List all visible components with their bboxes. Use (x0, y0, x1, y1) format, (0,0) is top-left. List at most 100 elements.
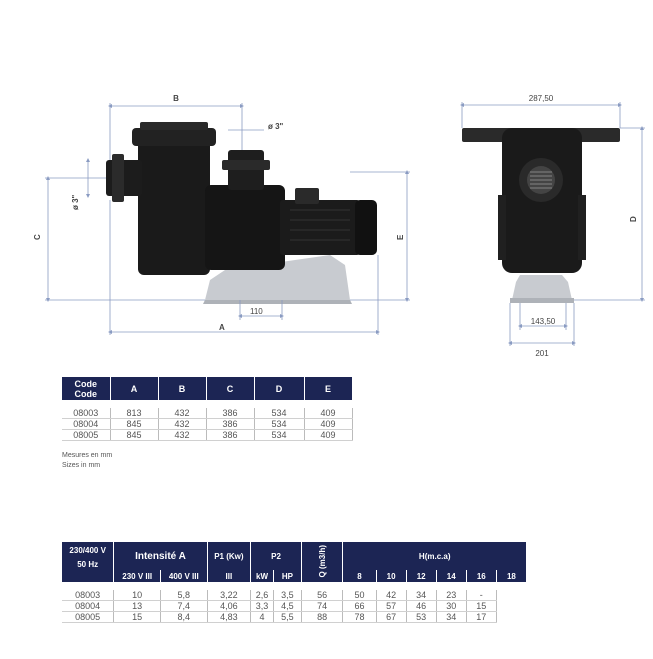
cell: 7,4 (160, 600, 208, 612)
header-p1-phase: III (207, 570, 252, 582)
header-A: A (110, 377, 159, 400)
cell: 3,5 (273, 590, 302, 601)
perf-header-row-1: 230/400 V Intensité A P1 (Kw) P2 Q (m3/h… (62, 542, 527, 582)
front-base (512, 275, 572, 300)
cell: 813 (110, 408, 159, 419)
cell: 5,8 (160, 590, 208, 601)
header-h-8: 8 (342, 570, 377, 582)
cell: 56 (301, 590, 344, 601)
cell: 432 (158, 408, 207, 419)
side-view (106, 122, 377, 304)
cell: 66 (342, 600, 377, 612)
label-143: 143,50 (531, 317, 556, 326)
header-h-10: 10 (376, 570, 407, 582)
header-p2: P2 (250, 542, 302, 570)
cell: 4 (250, 611, 274, 623)
cell: 4,5 (273, 600, 302, 612)
cell: 78 (342, 611, 377, 623)
cell: 409 (304, 429, 353, 441)
note-en: Sizes in mm (62, 462, 101, 469)
cell: 23 (436, 590, 467, 601)
label-C: C (33, 234, 42, 240)
cell: 386 (206, 429, 255, 441)
label-110: 110 (250, 307, 263, 316)
cell: 34 (436, 611, 467, 623)
cell: 386 (206, 408, 255, 419)
header-D: D (254, 377, 305, 400)
label-phi3-top: ø 3" (268, 122, 284, 131)
cell: 30 (436, 600, 467, 612)
cell: 432 (158, 418, 207, 430)
note-fr: Mesures en mm (62, 452, 113, 459)
label-B: B (173, 94, 179, 103)
cell: 17 (466, 611, 497, 623)
header-intensity: Intensité A (113, 542, 208, 570)
header-h-18: 18 (496, 570, 528, 582)
header-blank (62, 570, 115, 582)
perf-header-row-3: 230 V III 400 V III III kW HP 8 10 12 14… (62, 570, 528, 582)
terminal-box (295, 188, 319, 204)
label-D: D (629, 216, 638, 222)
header-h-14: 14 (436, 570, 467, 582)
cell: 08004 (62, 600, 115, 612)
prefilter-body (138, 140, 210, 275)
header-p1: P1 (Kw) (207, 542, 252, 570)
header-C: C (206, 377, 255, 400)
cell: 53 (406, 611, 437, 623)
cell: 8,4 (160, 611, 208, 623)
cell: 88 (301, 611, 344, 623)
header-voltage: 230/400 V (62, 542, 115, 558)
label-A: A (219, 323, 225, 332)
cell: 534 (254, 408, 305, 419)
header-freq: 50 Hz (62, 558, 115, 570)
header-code: Code Code (62, 377, 111, 400)
header-B: B (158, 377, 207, 400)
prefilter-lid (132, 128, 216, 146)
label-287: 287,50 (529, 94, 554, 103)
cell: 08005 (62, 429, 111, 441)
cell: 432 (158, 429, 207, 441)
cell: 42 (376, 590, 407, 601)
pump-drawing: B ø 3" ø 3" C E 110 A 287,50 D 143 (33, 94, 645, 358)
cell: - (466, 590, 497, 601)
cell: 13 (113, 600, 161, 612)
cell: 534 (254, 418, 305, 430)
motor-base (205, 255, 350, 300)
header-230v: 230 V III (113, 570, 161, 582)
header-E: E (304, 377, 353, 400)
cell: 534 (254, 429, 305, 441)
cell: 3,22 (207, 590, 252, 601)
header-hp: HP (273, 570, 302, 582)
header-h: H(m.c.a) (342, 542, 527, 570)
cell: 15 (466, 600, 497, 612)
cell: 08003 (62, 590, 115, 601)
cell: 50 (342, 590, 377, 601)
cell: 10 (113, 590, 161, 601)
performance-table: 230/400 V Intensité A P1 (Kw) P2 Q (m3/h… (62, 542, 528, 623)
label-E: E (396, 234, 405, 240)
cell: 409 (304, 408, 353, 419)
header-h-16: 16 (466, 570, 497, 582)
cell: 08004 (62, 418, 111, 430)
front-view (462, 128, 620, 303)
perf-header-row-2: 50 Hz (62, 558, 527, 570)
label-201: 201 (535, 349, 549, 358)
cell: 67 (376, 611, 407, 623)
cell: 15 (113, 611, 161, 623)
cell: 57 (376, 600, 407, 612)
cell: 3,3 (250, 600, 274, 612)
cell: 08005 (62, 611, 115, 623)
cell: 409 (304, 418, 353, 430)
cell: 386 (206, 418, 255, 430)
header-h-12: 12 (406, 570, 437, 582)
cell: 74 (301, 600, 344, 612)
cell: 34 (406, 590, 437, 601)
cell: 845 (110, 429, 159, 441)
